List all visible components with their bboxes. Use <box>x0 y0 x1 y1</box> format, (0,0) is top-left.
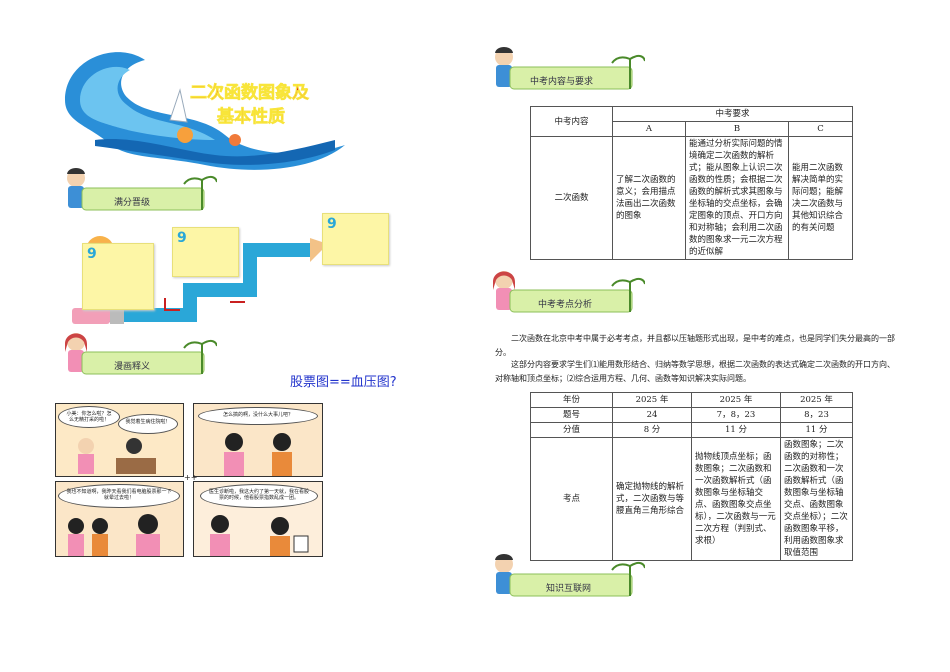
speech-bubble: 怎么搞的啊，没什么大事儿吧？ <box>198 407 318 425</box>
speech-bubble: 医生诊断啦，我这大约了第一天就，我在看股票的时候，他看股票指数乱成一团。 <box>200 484 318 508</box>
speech-bubble: 小美：你怎么啦？怎么无精打采的啦！ <box>58 406 120 428</box>
sticky-note-3: 9 <box>322 213 389 265</box>
table-cell: 11 分 <box>780 422 853 438</box>
comic-panel-2: 怎么搞的啊，没什么大事儿吧？ <box>193 403 323 477</box>
section-banner-analysis: 中考考点分析 <box>490 268 646 313</box>
comic-panel-4: 医生诊断啦，我这大约了第一天就，我在看股票的时候，他看股票指数乱成一团。 <box>193 481 323 557</box>
sticky-note-2: 9 <box>172 227 239 277</box>
comic-divider: ++ <box>184 473 198 482</box>
table-cell: 8，23 <box>780 407 853 423</box>
section-banner-knowledge-network: 知识互联网 <box>490 552 646 597</box>
table-cell: 了解二次函数的意义；会用描点法画出二次函数的图象 <box>612 136 686 260</box>
table-header: 2025 年 <box>780 392 853 408</box>
exam-points-table: 年份 2025 年 2025 年 2025 年 题号 24 7，8，23 8，2… <box>530 392 853 561</box>
comic-panel-1: 小美：你怎么啦？怎么无精打采的啦！ 我觉着生病住院啦！ <box>55 403 184 477</box>
section-title-comic: 漫画释义 <box>114 362 151 372</box>
speech-bubble: 我也不知道啊，我昨天看我们看电脑股票那一下就晕过去啦！ <box>58 484 180 508</box>
speech-bubble: 我觉着生病住院啦！ <box>118 414 178 434</box>
sticky-note-1: 9 <box>82 243 154 310</box>
table-cell: 能用二次函数解决简单的实际问题；能解决二次函数与其他知识综合的有关问题 <box>788 136 853 260</box>
table-header: 2025 年 <box>691 392 781 408</box>
title-artwork: 二次函数图象及 基本性质 <box>55 40 355 175</box>
page-title-line2: 基本性质 <box>217 107 286 128</box>
table-cell: 抛物线顶点坐标；函数图象；二次函数和一次函数解析式（函数图象与坐标轴交点、函数图… <box>691 437 781 561</box>
table-header: B <box>685 121 789 137</box>
table-header: 中考要求 <box>612 106 853 122</box>
table-cell: 8 分 <box>612 422 692 438</box>
table-header: C <box>788 121 853 137</box>
analysis-paragraph-2: 这部分内容要求学生们⑴能用数形结合、归纳等数学思想，根据二次函数的表达式确定二次… <box>495 360 895 383</box>
table-cell: 函数图象；二次函数的对称性；二次函数和一次函数解析式（函数图象与坐标轴交点、函数… <box>780 437 853 561</box>
section-title-knowledge-network: 知识互联网 <box>546 584 592 594</box>
table-cell: 能通过分析实际问题的情境确定二次函数的解析式；能从图象上认识二次函数的性质；会根… <box>685 136 789 260</box>
table-header: 中考内容 <box>530 106 613 137</box>
table-header: A <box>612 121 686 137</box>
section-title-analysis: 中考考点分析 <box>538 300 593 310</box>
section-banner-comic: 漫画释义 <box>62 330 218 375</box>
section-title-requirements: 中考内容与要求 <box>530 77 594 87</box>
table-cell: 7，8，23 <box>691 407 781 423</box>
table-cell: 考点 <box>530 437 613 561</box>
table-header: 年份 <box>530 392 613 408</box>
table-cell: 24 <box>612 407 692 423</box>
table-header: 2025 年 <box>612 392 692 408</box>
analysis-paragraph-1: 二次函数在北京中考中属于必考考点，并且都以压轴题形式出现，是中考的难点，也是同学… <box>495 334 895 357</box>
section-title-full-score: 满分晋级 <box>114 198 151 208</box>
page-title-line1: 二次函数图象及 <box>190 83 310 104</box>
section-banner-requirements: 中考内容与要求 <box>490 45 646 90</box>
table-cell: 确定抛物线的解析式，二次函数与等腰直角三角形综合 <box>612 437 692 561</box>
comic-panel-3: 我也不知道啊，我昨天看我们看电脑股票那一下就晕过去啦！ <box>55 481 184 557</box>
comic-caption: 股票图==血压图? <box>290 375 397 390</box>
table-cell: 11 分 <box>691 422 781 438</box>
section-banner-full-score: 满分晋级 <box>62 166 218 211</box>
table-cell: 题号 <box>530 407 613 423</box>
requirements-table: 中考内容 中考要求 A B C 二次函数 了解二次函数的意义；会用描点法画出二次… <box>530 106 853 260</box>
table-cell: 二次函数 <box>530 136 613 260</box>
table-cell: 分值 <box>530 422 613 438</box>
